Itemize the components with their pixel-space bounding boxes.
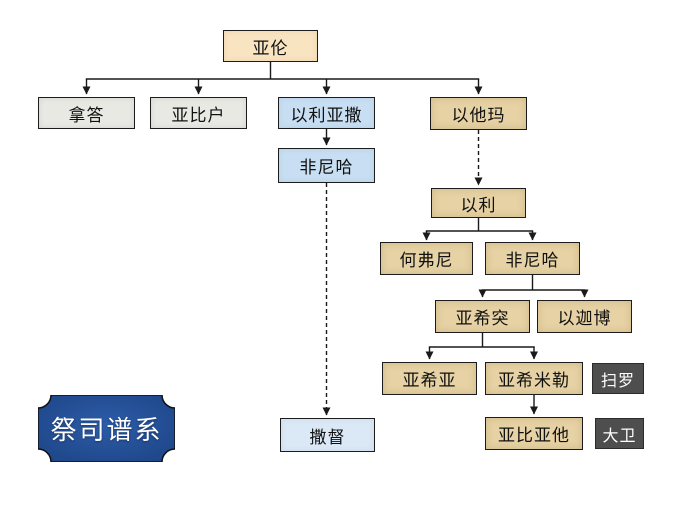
edge-group-phinehas-children bbox=[478, 275, 589, 298]
node-david: 大卫 bbox=[595, 418, 644, 449]
edge-group-aaron-children bbox=[82, 62, 483, 95]
node-abiathar: 亚比亚他 bbox=[485, 417, 583, 450]
node-hophni: 何弗尼 bbox=[380, 242, 473, 275]
node-phinehas_line_eli: 非尼哈 bbox=[485, 242, 580, 275]
node-zadok: 撒督 bbox=[280, 418, 375, 452]
node-ahijah: 亚希亚 bbox=[382, 362, 477, 395]
node-abihu: 亚比户 bbox=[150, 97, 247, 129]
node-eli: 以利 bbox=[431, 188, 526, 218]
node-ahimelech: 亚希米勒 bbox=[485, 362, 583, 395]
edge-group-ithamar-line bbox=[422, 130, 537, 241]
node-ichabod: 以迦博 bbox=[537, 300, 632, 333]
node-phinehas_line_eleazar: 非尼哈 bbox=[278, 148, 375, 183]
node-eleazar: 以利亚撒 bbox=[278, 97, 375, 129]
banner-label: 祭司谱系 bbox=[50, 415, 163, 445]
node-ahitub: 亚希突 bbox=[435, 300, 530, 333]
node-nadab: 拿答 bbox=[38, 97, 135, 129]
node-aaron: 亚伦 bbox=[223, 30, 318, 62]
priestly-genealogy-banner: 祭司谱系 bbox=[37, 394, 176, 463]
node-ithamar: 以他玛 bbox=[430, 97, 527, 130]
edge-group-ahitub-children bbox=[425, 333, 538, 360]
node-saul: 扫罗 bbox=[592, 363, 644, 394]
